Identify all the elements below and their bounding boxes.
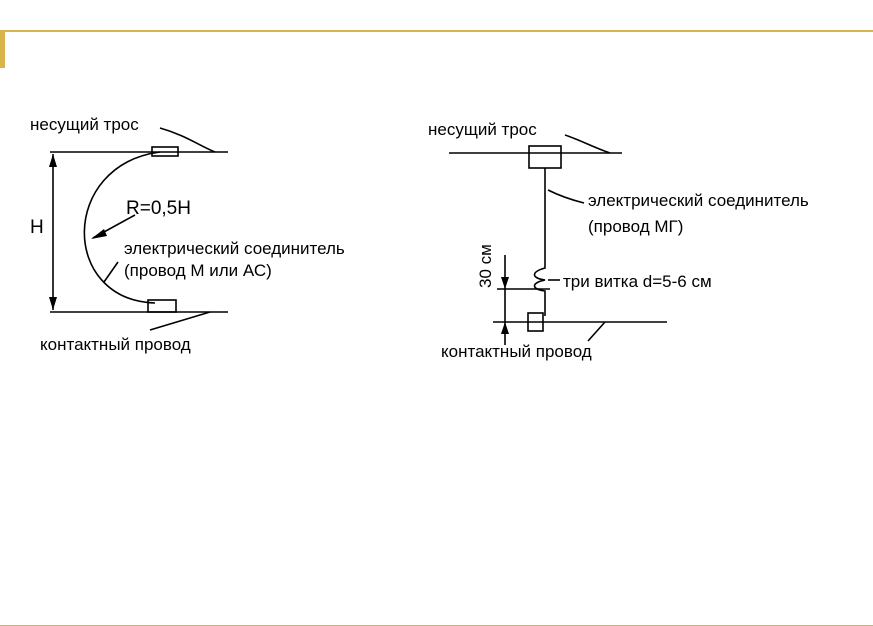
right-connector-leader [547,189,585,204]
right-dim-arrow-bottom [501,322,509,334]
left-connector-leader [103,261,119,283]
left-connector-type-label: (провод М или АС) [124,261,272,280]
header-rule [0,30,873,32]
left-top-clamp [151,146,179,157]
left-arc-connector [83,151,161,304]
left-radius-arrow [91,229,107,239]
right-messenger-leader [564,134,611,154]
right-dim-arrow-top [501,277,509,289]
left-diagram [50,127,228,331]
left-height-arrow-top [49,154,57,167]
right-messenger-label: несущий трос [428,120,537,139]
left-height-label: H [30,217,44,238]
right-connector-label: электрический соединитель [588,191,809,210]
right-turns-label: три витка d=5-6 см [563,272,712,291]
left-height-arrow-bottom [49,297,57,310]
left-radius-label: R=0,5H [126,198,191,219]
left-bottom-clamp [147,299,177,313]
right-distance-label: 30 см [476,244,495,288]
left-messenger-label: несущий трос [30,115,139,134]
right-contact-leader [587,321,606,342]
right-diagram [449,134,667,345]
left-contact-wire-label: контактный провод [40,335,191,354]
left-contact-leader [149,311,211,331]
right-top-clamp [528,145,562,169]
left-connector-label: электрический соединитель [124,239,345,258]
left-messenger-leader [159,127,216,153]
right-contact-wire-label: контактный провод [441,342,592,361]
header-accent-bar [0,30,5,68]
right-connector-type-label: (провод МГ) [588,217,683,236]
